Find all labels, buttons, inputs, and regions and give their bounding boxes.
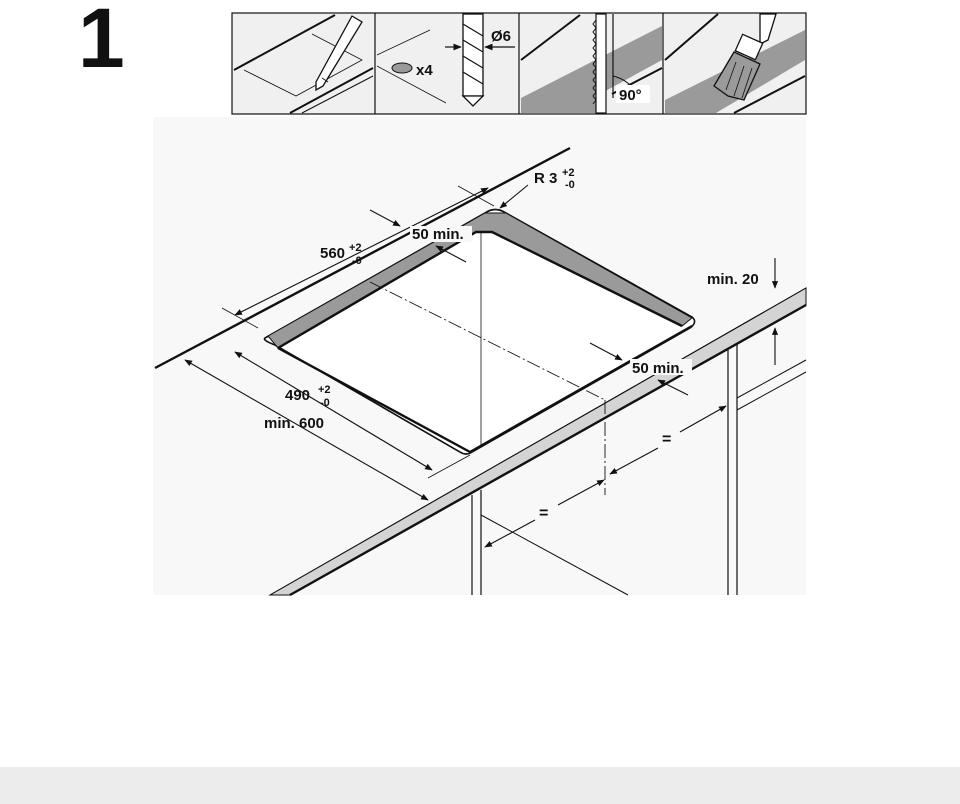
corner-radius-tol-lower: -0 (565, 179, 575, 191)
cutout-width-dimension: 490 +2 -0 (285, 384, 331, 409)
sealing-panel (664, 13, 806, 114)
equal-distance-left: = (539, 505, 548, 522)
base-cabinet (471, 343, 807, 596)
main-drawing (153, 117, 807, 597)
cutout-width-tol-upper: +2 (318, 384, 331, 396)
corner-radius-dimension: R 3 +2 -0 (534, 167, 575, 191)
corner-radius-value: R 3 (534, 170, 557, 187)
drill-count-label: x4 (416, 62, 433, 79)
cutout-depth-tol-lower: -0 (352, 255, 362, 267)
page-footer-band (0, 767, 960, 804)
saw-angle-label: 90° (619, 87, 642, 104)
equal-distance-right: = (662, 431, 671, 448)
tool-panels (231, 12, 807, 115)
cutout-width-tol-lower: -0 (320, 397, 330, 409)
cutout-width-value: 490 (285, 387, 310, 404)
drill-hole-icon (391, 62, 413, 74)
sawing-panel (520, 13, 663, 114)
saw-blade-icon (592, 13, 607, 114)
corner-radius-tol-upper: +2 (562, 167, 575, 179)
cutout-depth-tol-upper: +2 (349, 242, 362, 254)
cutout-depth-dimension: 560 +2 -0 (320, 242, 362, 267)
drilling-panel (376, 13, 515, 107)
paint-brush-icon (713, 13, 777, 101)
countertop-thickness-label: min. 20 (707, 271, 759, 288)
back-clearance-label: 50 min. (412, 226, 464, 243)
step-number: 1 (78, 0, 125, 85)
drill-diameter-label: Ø6 (491, 28, 511, 45)
side-clearance-label: 50 min. (632, 360, 684, 377)
cutout-depth-value: 560 (320, 245, 345, 262)
pencil-icon (315, 15, 363, 92)
marking-panel (233, 14, 374, 114)
drill-bit-icon (461, 13, 485, 107)
countertop-depth-label: min. 600 (264, 415, 324, 432)
